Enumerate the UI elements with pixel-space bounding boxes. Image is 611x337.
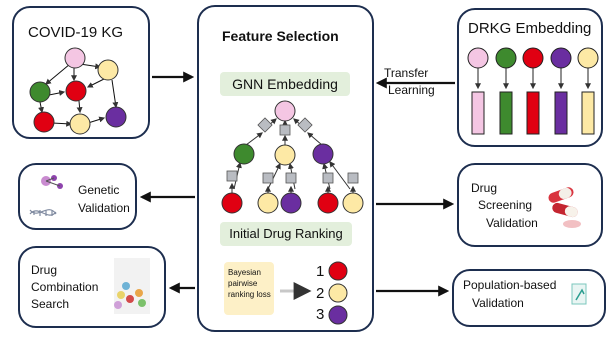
genetic-validation-panel xyxy=(18,163,137,230)
gnn-embedding-text: GNN Embedding xyxy=(232,76,338,92)
kg-node-green xyxy=(29,81,51,103)
genetic-line2: Validation xyxy=(78,201,130,215)
combination-line2: Combination xyxy=(31,280,99,294)
population-line2: Validation xyxy=(472,296,524,310)
screening-line3: Validation xyxy=(486,216,538,230)
kg-node-yellow-top xyxy=(97,59,119,81)
kg-node-yellow-bottom xyxy=(69,113,91,135)
drkg-embedding-graphic xyxy=(467,47,599,135)
gnn-node-green xyxy=(233,143,255,165)
rank-2-node xyxy=(328,283,348,303)
initial-drug-ranking-text: Initial Drug Ranking xyxy=(229,226,343,241)
transfer-learning-line2: Learning xyxy=(388,83,435,97)
bpr-loss-text: Bayesian pairwise ranking loss xyxy=(228,268,271,299)
covid-kg-graph xyxy=(38,63,119,127)
gnn-aggregators xyxy=(226,117,359,184)
rank-1: 1 xyxy=(316,263,325,280)
gnn-leaf-purple-1 xyxy=(280,192,302,214)
population-icon xyxy=(571,283,587,305)
gnn-node-yellow xyxy=(274,144,296,166)
dna-icon xyxy=(29,209,57,216)
pills-icon xyxy=(548,187,581,228)
gnn-node-purple xyxy=(312,143,334,165)
combination-line1: Drug xyxy=(31,263,58,277)
covid-kg-title: COVID-19 KG xyxy=(28,24,124,41)
rank-1-node xyxy=(328,261,348,281)
kg-node-red-mid xyxy=(65,80,87,102)
kg-node-pink xyxy=(64,47,86,69)
gnn-embedding-label: GNN Embedding xyxy=(220,72,350,96)
gnn-leaf-yellow-1 xyxy=(257,192,279,214)
bpr-loss-box xyxy=(224,262,274,315)
screening-line2: Screening xyxy=(478,198,533,212)
feature-selection-title: Feature Selection xyxy=(222,28,339,44)
gnn-leaf-red-2 xyxy=(317,192,339,214)
genetic-line1: Genetic xyxy=(78,183,120,197)
combination-line3: Search xyxy=(31,297,70,311)
population-line1: Population-based xyxy=(463,278,557,292)
drkg-panel xyxy=(457,8,603,147)
rank-3: 3 xyxy=(316,306,325,323)
kg-node-purple xyxy=(105,106,127,128)
gnn-leaf-red-1 xyxy=(221,192,243,214)
gnn-node-root xyxy=(274,100,296,122)
drug-screening-panel xyxy=(457,163,603,247)
initial-drug-ranking-label: Initial Drug Ranking xyxy=(220,222,352,246)
rank-3-node xyxy=(328,305,348,325)
screening-line1: Drug xyxy=(471,181,498,195)
transfer-learning-line1: Transfer xyxy=(384,66,429,80)
molecule-icon xyxy=(41,175,63,189)
kg-node-red-bottom xyxy=(33,111,55,133)
drug-mix-icon xyxy=(114,258,150,314)
drkg-title: DRKG Embedding xyxy=(468,20,592,37)
gnn-nodes xyxy=(221,100,364,214)
rank-2: 2 xyxy=(316,285,325,302)
gnn-leaf-yellow-2 xyxy=(342,192,364,214)
